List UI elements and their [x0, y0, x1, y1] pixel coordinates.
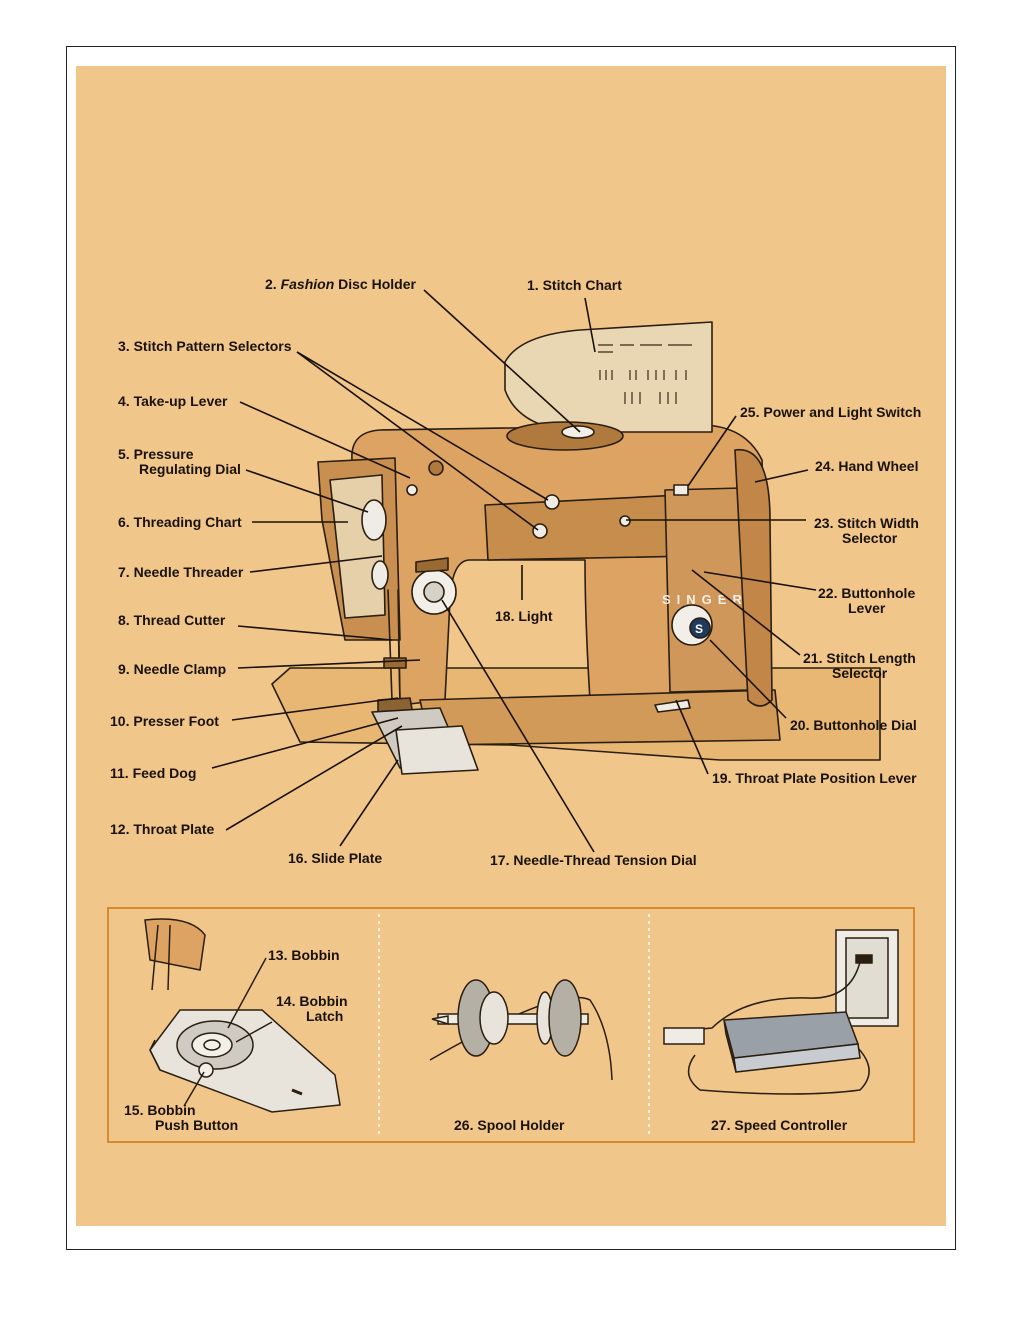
- label-pressure-regulating-dial: 5. Pressure Regulating Dial: [118, 446, 241, 477]
- stitch-chart-panel: [504, 321, 713, 433]
- label-speed-controller: 27. Speed Controller: [711, 1117, 848, 1133]
- label-buttonhole-dial: 20. Buttonhole Dial: [790, 717, 917, 733]
- label-stitch-chart: 1. Stitch Chart: [527, 277, 622, 293]
- machine-base: [419, 689, 781, 746]
- label-power-and-light-switch: 25. Power and Light Switch: [740, 404, 922, 420]
- label-stitch-width-selector: 23. Stitch Width Selector: [814, 515, 919, 546]
- label-needle-thread-tension-dial: 17. Needle-Thread Tension Dial: [490, 852, 697, 868]
- label-bobbin-push-button: 15. Bobbin Push Button: [124, 1102, 239, 1133]
- bobbin-illustration: [144, 918, 341, 1113]
- label-throat-plate-position-lever: 19. Throat Plate Position Lever: [712, 770, 917, 786]
- label-bobbin: 13. Bobbin: [268, 947, 340, 963]
- label-take-up-lever: 4. Take-up Lever: [118, 393, 228, 409]
- machine-brand: SINGER: [662, 592, 748, 607]
- label-needle-clamp: 9. Needle Clamp: [118, 661, 227, 677]
- label-light: 18. Light: [495, 608, 553, 624]
- label-feed-dog: 11. Feed Dog: [110, 765, 197, 781]
- dial-letter: S: [695, 622, 703, 636]
- label-fashion-disc-holder: 2. Fashion Disc Holder: [265, 276, 416, 292]
- label-presser-foot: 10. Presser Foot: [110, 713, 219, 729]
- accessory-panel: [107, 907, 915, 1143]
- label-stitch-pattern-selectors: 3. Stitch Pattern Selectors: [118, 338, 292, 354]
- speed-controller-illustration: [663, 929, 899, 1095]
- label-buttonhole-lever: 22. Buttonhole Lever: [818, 585, 916, 616]
- label-stitch-length-selector: 21. Stitch Length Selector: [803, 650, 916, 681]
- label-bobbin-latch: 14. Bobbin Latch: [276, 993, 348, 1024]
- label-spool-holder: 26. Spool Holder: [454, 1117, 565, 1133]
- spool-holder-illustration: [429, 979, 613, 1081]
- slide-plate: [395, 725, 479, 775]
- label-thread-cutter: 8. Thread Cutter: [118, 612, 226, 628]
- page-border: [66, 46, 956, 1250]
- label-needle-threader: 7. Needle Threader: [118, 564, 244, 580]
- label-throat-plate: 12. Throat Plate: [110, 821, 215, 837]
- column-panel: [664, 487, 749, 693]
- label-slide-plate: 16. Slide Plate: [288, 850, 383, 866]
- label-hand-wheel: 24. Hand Wheel: [815, 458, 919, 474]
- label-threading-chart: 6. Threading Chart: [118, 514, 242, 530]
